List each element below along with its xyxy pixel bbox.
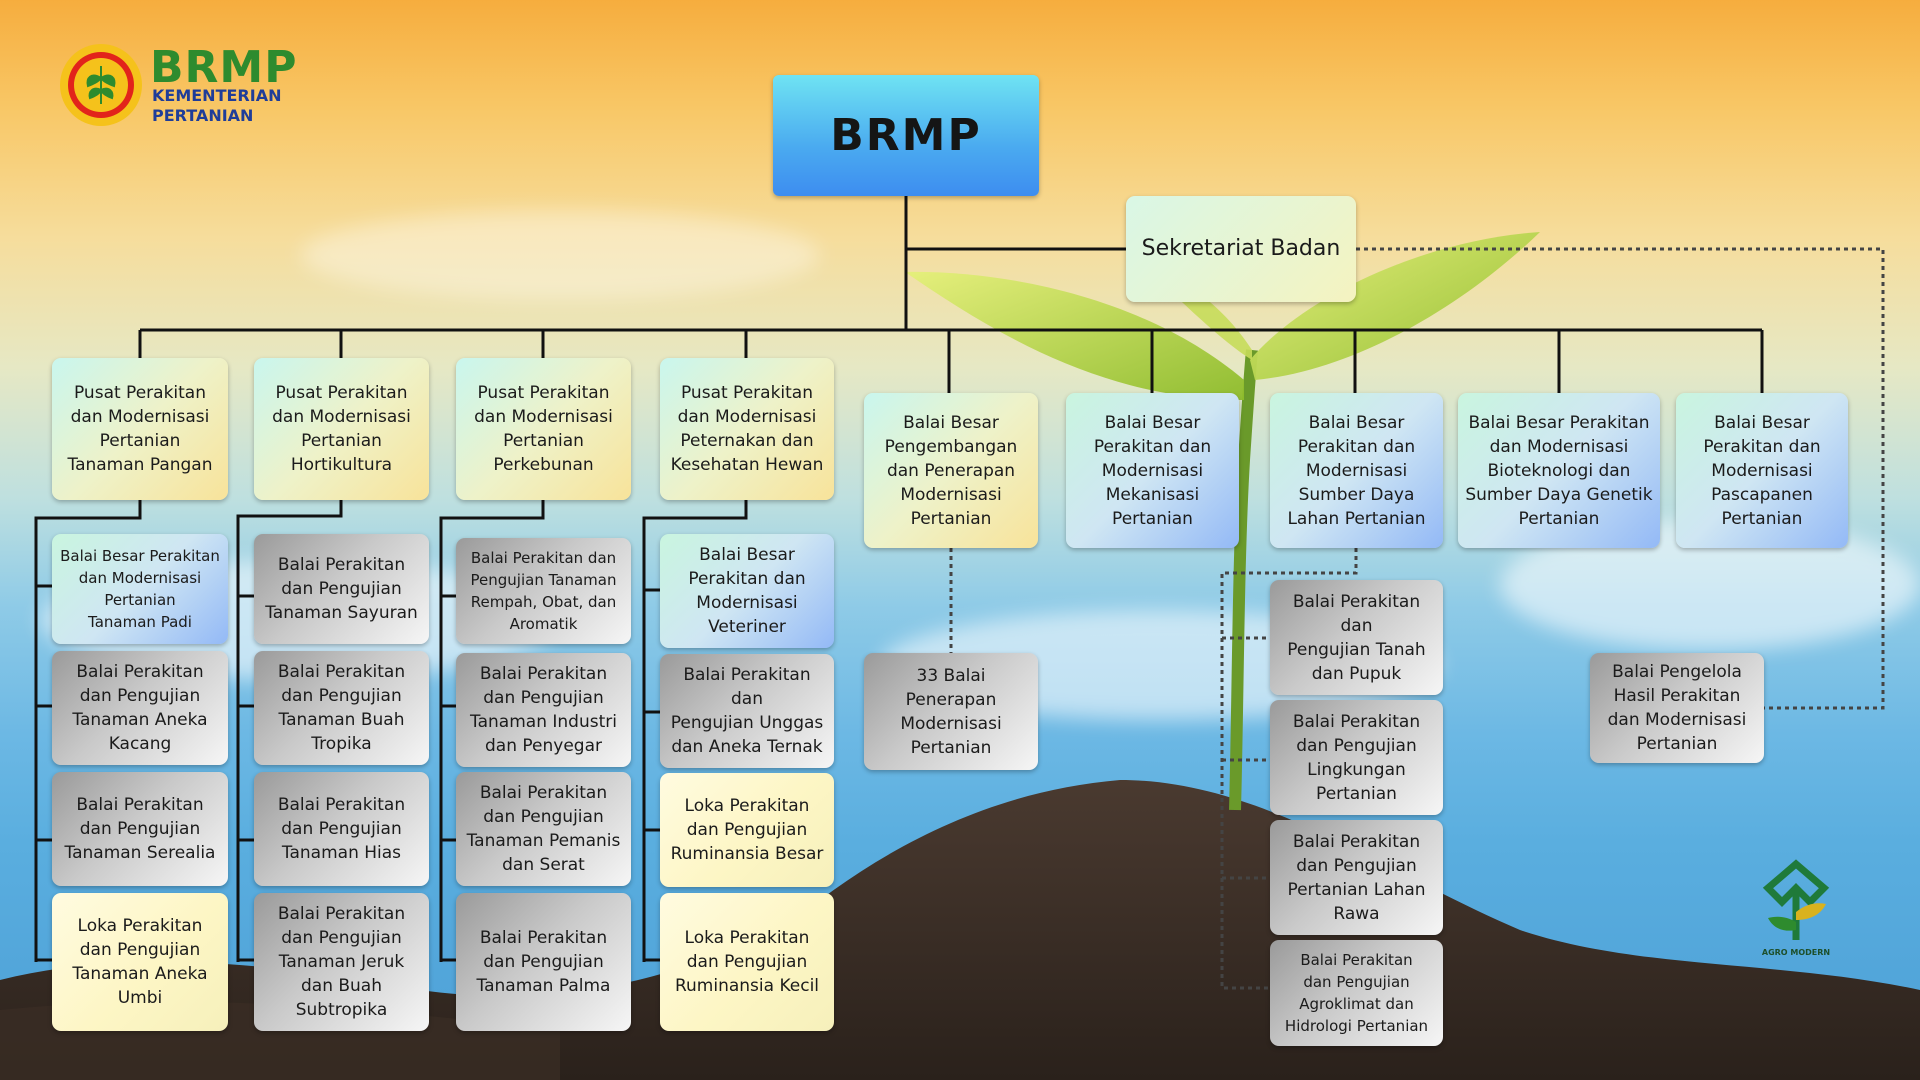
logo-subtitle: KEMENTERIAN PERTANIAN: [152, 86, 332, 126]
node-unit: Balai Perakitan dan Pengujian Tanaman Re…: [456, 538, 631, 644]
agro-modern-text: AGRO MODERN: [1761, 948, 1831, 957]
node-balai-besar: Balai Besar Perakitan dan Modernisasi Pa…: [1676, 393, 1848, 548]
node-unit: Balai Perakitan dan Pengujian Tanaman Je…: [254, 893, 429, 1031]
logo-subtitle-line2: PERTANIAN: [152, 106, 254, 125]
node-unit: Balai Perakitan dan Pengujian Tanaman Sa…: [254, 534, 429, 644]
node-pusat: Pusat Perakitan dan Modernisasi Pertania…: [254, 358, 429, 500]
node-unit: Balai Perakitan dan Pengujian Tanaman Hi…: [254, 772, 429, 886]
kementan-emblem-icon: [60, 44, 142, 126]
cloud: [300, 210, 820, 300]
node-lahan-unit: Balai Perakitan dan Pengujian Lingkungan…: [1270, 700, 1443, 815]
node-unit: Balai Perakitan dan Pengujian Tanaman Se…: [52, 772, 228, 886]
node-unit: Balai Perakitan dan Pengujian Tanaman Pa…: [456, 893, 631, 1031]
node-33-balai-penerapan: 33 Balai Penerapan Modernisasi Pertanian: [864, 653, 1038, 770]
node-unit: Loka Perakitan dan Pengujian Tanaman Ane…: [52, 893, 228, 1031]
node-unit: Balai Perakitan dan Pengujian Tanaman Bu…: [254, 651, 429, 765]
node-unit: Loka Perakitan dan Pengujian Ruminansia …: [660, 893, 834, 1031]
node-lahan-unit: Balai Perakitan dan Pengujian Agroklimat…: [1270, 940, 1443, 1046]
node-pusat: Pusat Perakitan dan Modernisasi Peternak…: [660, 358, 834, 500]
logo-subtitle-line1: KEMENTERIAN: [152, 86, 282, 105]
logo-brand-text: BRMP: [150, 42, 298, 93]
node-unit: Balai Perakitan dan Pengujian Tanaman Pe…: [456, 772, 631, 886]
node-balai-besar: Balai Besar Perakitan dan Modernisasi Su…: [1270, 393, 1443, 548]
node-pusat: Pusat Perakitan dan Modernisasi Pertania…: [52, 358, 228, 500]
agro-modern-logo: AGRO MODERN: [1754, 858, 1838, 962]
root-node-brmp: BRMP: [773, 75, 1039, 196]
node-pusat: Pusat Perakitan dan Modernisasi Pertania…: [456, 358, 631, 500]
dotted-connectors: [949, 247, 1885, 990]
node-balai-besar: Balai Besar Perakitan dan Modernisasi Me…: [1066, 393, 1239, 548]
node-balai-besar: Balai Besar Perakitan dan Modernisasi Bi…: [1458, 393, 1660, 548]
node-sekretariat-badan: Sekretariat Badan: [1126, 196, 1356, 302]
solid-connectors: [34, 196, 1764, 962]
node-lahan-unit: Balai Perakitan dan Pengujian Tanah dan …: [1270, 580, 1443, 695]
node-unit: Balai Perakitan dan Pengujian Tanaman In…: [456, 653, 631, 767]
node-balai-besar: Balai Besar Pengembangan dan Penerapan M…: [864, 393, 1038, 548]
node-unit: Balai Besar Perakitan dan Modernisasi Ve…: [660, 534, 834, 648]
node-lahan-unit: Balai Perakitan dan Pengujian Pertanian …: [1270, 820, 1443, 935]
agro-modern-icon: [1762, 859, 1830, 940]
brmp-logo: BRMP KEMENTERIAN PERTANIAN: [58, 42, 328, 132]
node-unit: Balai Besar Perakitan dan Modernisasi Pe…: [52, 534, 228, 644]
node-unit: Loka Perakitan dan Pengujian Ruminansia …: [660, 773, 834, 887]
node-unit: Balai Perakitan dan Pengujian Unggas dan…: [660, 654, 834, 768]
node-unit: Balai Perakitan dan Pengujian Tanaman An…: [52, 651, 228, 765]
node-balai-pengelola: Balai Pengelola Hasil Perakitan dan Mode…: [1590, 653, 1764, 763]
